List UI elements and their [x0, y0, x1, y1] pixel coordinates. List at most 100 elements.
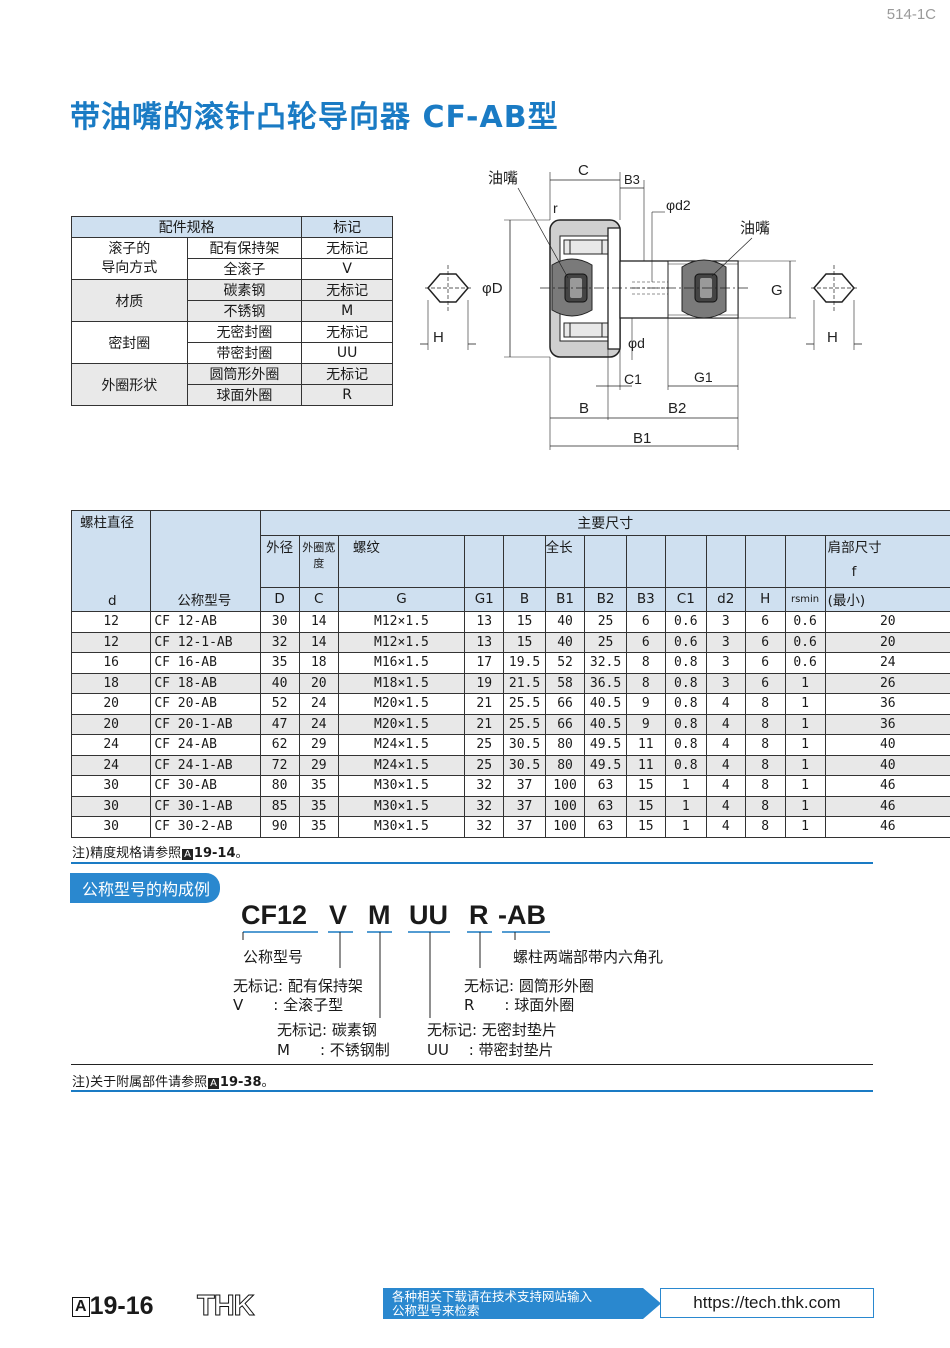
table-cell: 21 [464, 713, 505, 735]
table-cell: 72 [259, 754, 300, 776]
table-cell: 35 [298, 795, 339, 817]
table-cell: 20 [824, 631, 950, 653]
header-main-dims: 主要尺寸 [259, 509, 950, 537]
svg-text:各种相关下载请在技术支持网站输入: 各种相关下载请在技术支持网站输入 [392, 1289, 593, 1304]
section-a-icon: A [208, 1078, 219, 1089]
table-cell: 11 [625, 734, 666, 756]
table-cell: M16×1.5 [337, 652, 466, 674]
table-cell: M20×1.5 [337, 693, 466, 715]
spec-mark: 无标记 [301, 279, 393, 301]
table-cell: 46 [824, 816, 950, 838]
header-stud-dia: 螺柱直径 d [70, 510, 152, 612]
label-uu-none: 无标记: 无密封垫片 [427, 1021, 557, 1039]
dim-b1: B1 [633, 430, 651, 447]
table-cell: M24×1.5 [337, 734, 466, 756]
table-cell: 47 [259, 713, 300, 735]
table-cell: 35 [298, 775, 339, 797]
table-cell: 14 [298, 631, 339, 653]
spec-group-name: 外圈形状 [71, 363, 188, 406]
table-cell: 35 [259, 652, 300, 674]
divider-2 [71, 1064, 873, 1065]
table-cell: 1 [664, 775, 707, 797]
table-cell: 32 [259, 631, 300, 653]
table-cell: 4 [705, 816, 746, 838]
table-cell: 29 [298, 754, 339, 776]
symbol-b2: B2 [584, 586, 627, 613]
label-m-none: 无标记: 碳素钢 [277, 1021, 377, 1039]
cell-model: CF 24-AB [150, 734, 261, 756]
page-code: 514-1C [886, 6, 936, 23]
spec-option: 不锈钢 [186, 300, 303, 322]
table-cell: 15 [625, 775, 666, 797]
dim-h-right: H [827, 329, 838, 346]
table-cell: 36.5 [584, 672, 627, 694]
spec-header-item: 配件规格 [70, 216, 303, 238]
table-cell: 16 [70, 652, 152, 674]
table-cell: M24×1.5 [337, 754, 466, 776]
table-cell: 30.5 [503, 734, 546, 756]
table-cell: 46 [824, 795, 950, 817]
table-cell: 13 [464, 631, 505, 653]
table-cell: 36 [824, 713, 950, 735]
spec-group-name: 滚子的 导向方式 [71, 237, 188, 280]
label-nipple-left: 油嘴 [488, 170, 518, 187]
dim-stud-d: φd [628, 335, 645, 351]
table-cell: 24 [70, 754, 152, 776]
table-cell: 1 [784, 713, 826, 735]
table-cell: 58 [544, 672, 586, 694]
table-cell: 40 [824, 734, 950, 756]
table-cell: 15 [503, 631, 546, 653]
table-cell: 24 [70, 734, 152, 756]
table-cell: 35 [298, 816, 339, 838]
table-cell: 1 [784, 775, 826, 797]
table-cell: 66 [544, 713, 586, 735]
code-part-cf12: CF12 [241, 900, 308, 930]
table-cell: 25 [584, 611, 627, 633]
table-cell: 25 [584, 631, 627, 653]
table-cell: 20 [298, 672, 339, 694]
dim-c: C [578, 162, 589, 179]
table-cell: 25 [464, 734, 505, 756]
spec-mark: M [301, 300, 393, 322]
label-ab: 螺柱两端部带内六角孔 [513, 948, 664, 966]
cell-model: CF 24-1-AB [150, 754, 261, 776]
support-url-link[interactable]: https://tech.thk.com [660, 1288, 874, 1318]
support-banner: 各种相关下载请在技术支持网站输入 公称型号来检索 [383, 1288, 661, 1319]
cell-model: CF 16-AB [150, 652, 261, 674]
spec-mark: UU [301, 342, 393, 364]
table-cell: 29 [298, 734, 339, 756]
code-part-uu: UU [409, 900, 448, 930]
symbol-d2: d2 [705, 586, 746, 613]
table-cell: 18 [298, 652, 339, 674]
table-cell: 20 [70, 713, 152, 735]
spec-table: 配件规格 标记 滚子的 导向方式 配有保持架 无标记 全滚子 V 材质 碳素钢 … [70, 216, 393, 406]
table-cell: 1 [664, 795, 707, 817]
table-cell: 1 [664, 816, 707, 838]
table-cell: 8 [625, 672, 666, 694]
spec-mark: 无标记 [301, 363, 393, 385]
table-cell: 3 [705, 652, 746, 674]
table-cell: 19 [464, 672, 505, 694]
table-cell: 40.5 [584, 713, 627, 735]
label-m-stainless: M : 不锈钢制 [277, 1041, 390, 1059]
table-cell: 8 [744, 713, 786, 735]
table-cell: 30 [70, 775, 152, 797]
table-cell: 1 [784, 693, 826, 715]
header-thread: 螺纹 [337, 535, 466, 588]
table-cell: 63 [584, 795, 627, 817]
table-cell: 4 [705, 713, 746, 735]
table-cell: 24 [298, 693, 339, 715]
dim-d2: φd2 [666, 197, 691, 213]
cell-model: CF 18-AB [150, 672, 261, 694]
table-cell: 100 [544, 816, 586, 838]
table-cell: 6 [625, 631, 666, 653]
